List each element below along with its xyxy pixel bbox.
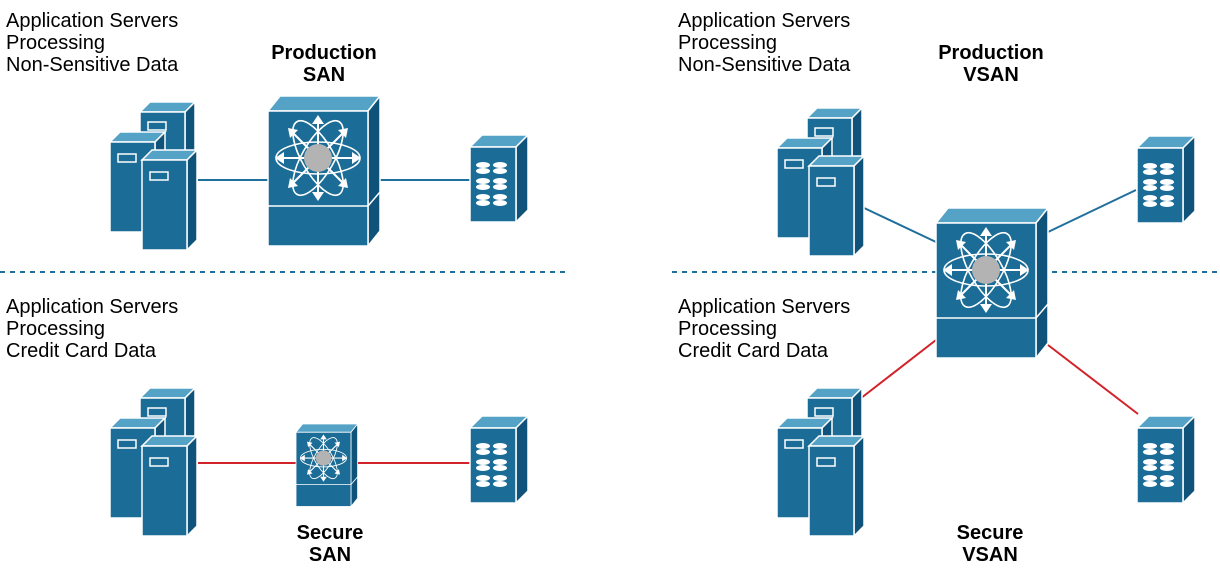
fabric-switch-icon <box>935 207 1049 359</box>
server-group-icon <box>109 101 198 251</box>
storage-array-icon <box>1136 415 1196 504</box>
label-line: Production <box>938 42 1044 64</box>
server-group-icon <box>109 387 198 537</box>
label-line: Application Servers <box>678 10 851 32</box>
label-line: Non-Sensitive Data <box>678 54 851 76</box>
fabric-switch-icon <box>267 95 381 247</box>
left-secure-san-label: Secure SAN <box>280 522 380 566</box>
right-production-link-storage <box>1047 189 1137 233</box>
right-production-link-servers <box>861 206 937 243</box>
fabric-switch-icon <box>295 423 359 508</box>
label-line: VSAN <box>963 64 1019 86</box>
left-bottom-servers-label: Application Servers Processing Credit Ca… <box>6 296 178 362</box>
right-secure-link-storage <box>1047 344 1139 415</box>
label-line: Credit Card Data <box>6 340 157 362</box>
label-line: Credit Card Data <box>678 340 829 362</box>
label-line: Processing <box>678 32 777 54</box>
label-line: Secure <box>296 522 364 544</box>
left-top-servers-label: Application Servers Processing Non-Sensi… <box>6 10 178 76</box>
storage-array-icon <box>469 134 529 223</box>
label-line: SAN <box>308 544 352 566</box>
server-group-icon <box>776 107 865 257</box>
label-line: Application Servers <box>6 296 179 318</box>
right-secure-vsan-label: Secure VSAN <box>940 522 1040 566</box>
label-line: Processing <box>6 318 105 340</box>
left-production-san-label: Production SAN <box>258 42 390 86</box>
right-secure-link-servers <box>855 339 937 403</box>
label-line: Secure <box>956 522 1024 544</box>
label-line: Application Servers <box>678 296 851 318</box>
right-bottom-servers-label: Application Servers Processing Credit Ca… <box>678 296 850 362</box>
label-line: VSAN <box>962 544 1018 566</box>
label-line: Production <box>271 42 377 64</box>
storage-array-icon <box>469 415 529 504</box>
server-group-icon <box>776 387 865 537</box>
label-line: Non-Sensitive Data <box>6 54 179 76</box>
label-line: Application Servers <box>6 10 179 32</box>
label-line: Processing <box>6 32 105 54</box>
label-line: SAN <box>302 64 346 86</box>
right-top-servers-label: Application Servers Processing Non-Sensi… <box>678 10 850 76</box>
label-line: Processing <box>678 318 777 340</box>
storage-array-icon <box>1136 135 1196 224</box>
right-production-vsan-label: Production VSAN <box>925 42 1057 86</box>
